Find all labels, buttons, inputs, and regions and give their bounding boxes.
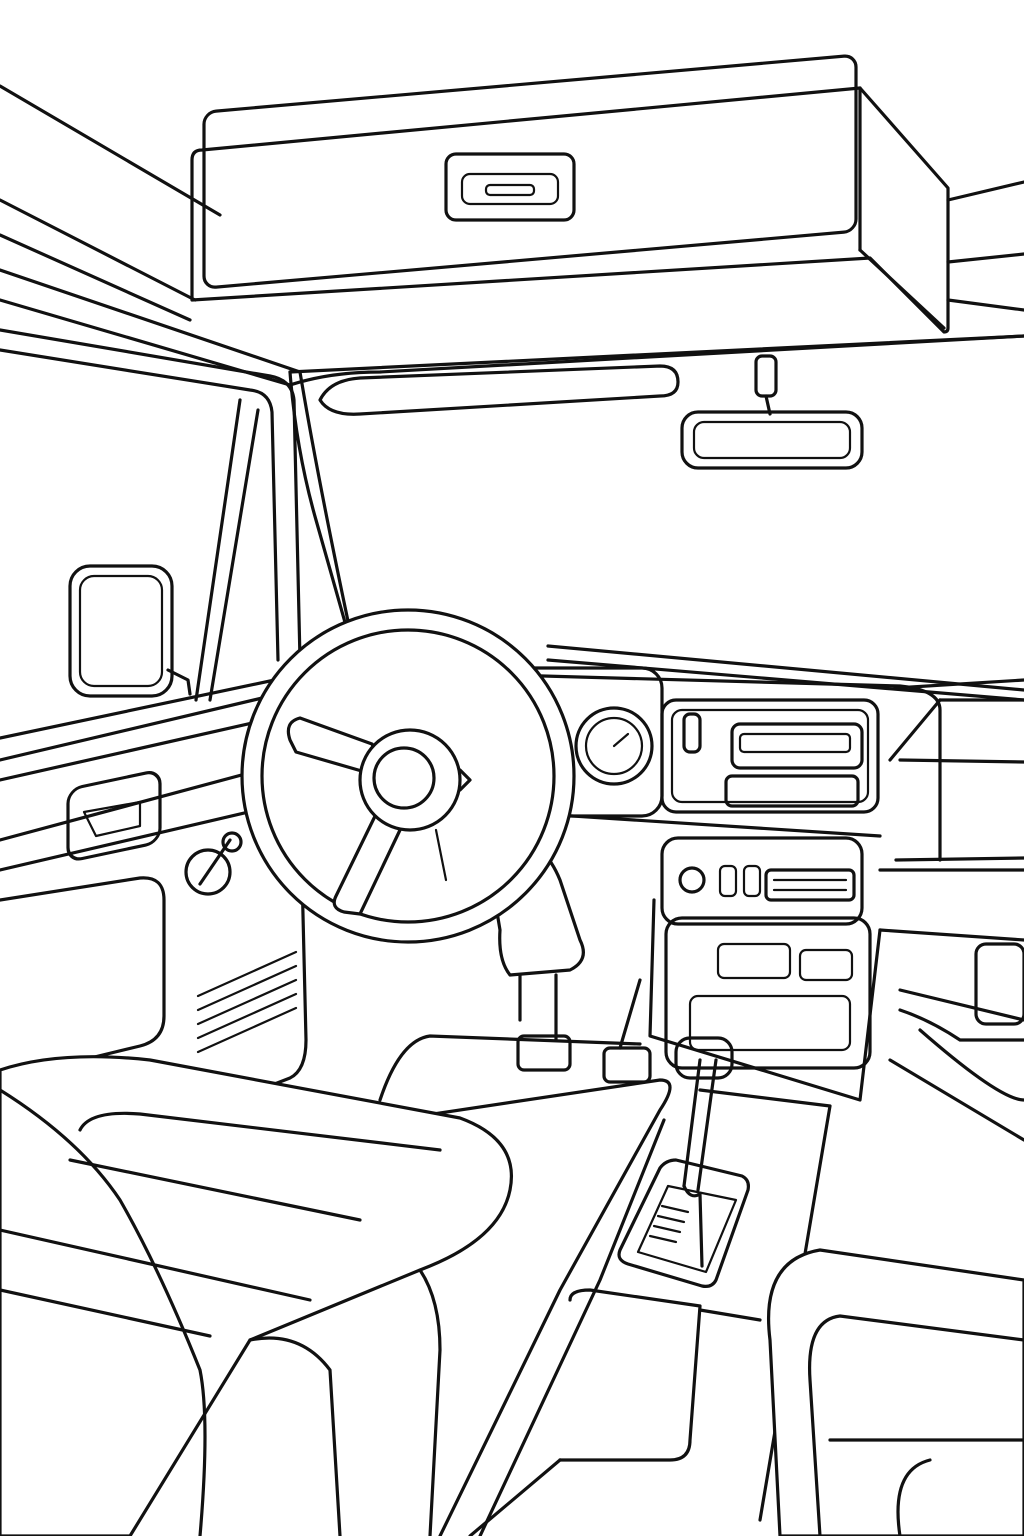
gear-shifter-icon [617, 1036, 750, 1288]
pedal-icon [516, 1034, 572, 1072]
sun-visor-icon [190, 54, 950, 334]
steering-wheel-icon [240, 608, 576, 944]
climate-controls [660, 836, 864, 926]
lower-center-console [648, 898, 882, 1102]
gauge-icon [574, 706, 654, 786]
side-mirror-icon [68, 564, 192, 698]
seat-icon [767, 1248, 1024, 1536]
rear-view-mirror-icon [680, 354, 864, 470]
pedal-icon [602, 978, 652, 1084]
door-speaker-grille [196, 950, 298, 1054]
floor [338, 1034, 672, 1536]
roof-lines [0, 84, 1024, 387]
radio-icon [660, 698, 880, 814]
passenger-side [888, 1008, 1024, 1142]
seat-icon [0, 1055, 513, 1536]
